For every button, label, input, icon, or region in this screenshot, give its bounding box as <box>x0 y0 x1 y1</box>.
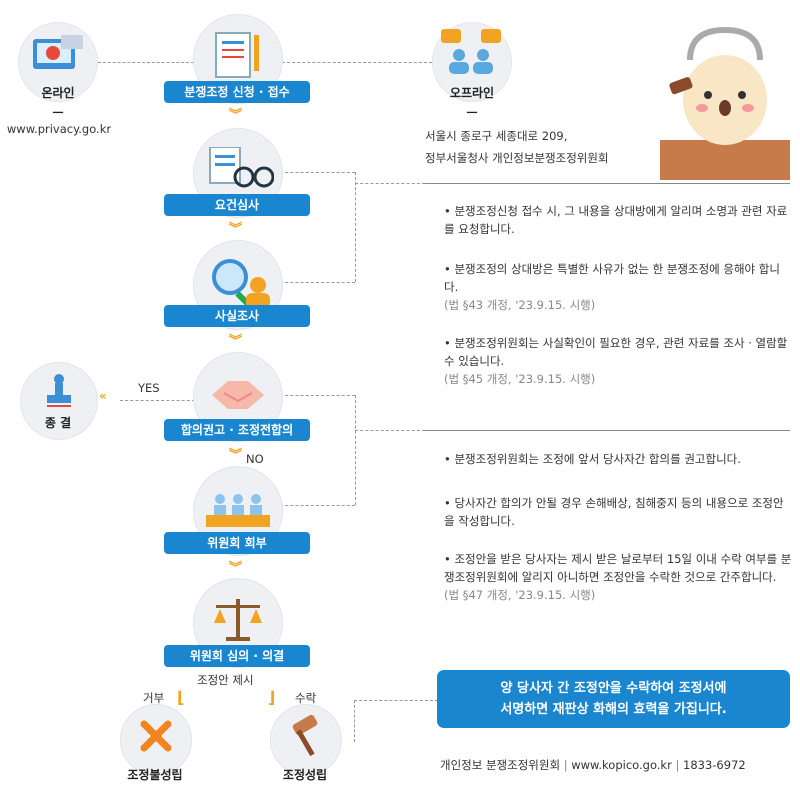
connector <box>280 172 355 173</box>
success-label: 조정성립 <box>282 768 328 782</box>
divider <box>425 430 790 431</box>
connector <box>354 700 438 701</box>
proposal-label: 조정안 제시 <box>197 673 254 687</box>
step-investigation-label: 사실조사 <box>164 305 310 327</box>
bullet-text: 조정안을 받은 당사자는 제시 받은 날로부터 15일 이내 수락 여부를 분쟁… <box>444 552 792 584</box>
step-review-label: 요건심사 <box>164 194 310 216</box>
magnifier-person-icon <box>212 259 270 309</box>
connector <box>120 400 195 401</box>
x-mark-icon <box>140 720 172 752</box>
step-deliberation-label: 위원회 심의 · 의결 <box>164 645 310 667</box>
bullet-item: • 분쟁조정위원회는 조정에 앞서 당사자간 합의를 권고합니다. <box>444 452 741 466</box>
bullet-item: • 분쟁조정신청 접수 시, 그 내용을 상대방에게 알리며 소명과 관련 자료… <box>444 204 788 236</box>
step-agreement-label: 합의권고 · 조정전합의 <box>164 419 310 441</box>
offline-circle <box>432 22 512 102</box>
step-application-label: 분쟁조정 신청 · 접수 <box>164 81 310 103</box>
connector <box>355 430 425 431</box>
law-note: (법 §43 개정, '23.9.15. 시행) <box>444 298 596 312</box>
chevron-left-icon: « <box>99 389 107 403</box>
chevron-down-icon: ︾ <box>229 222 243 237</box>
arrow-down-left-icon: ⌊ <box>177 688 185 707</box>
bullet-item: • 조정안을 받은 당사자는 제시 받은 날로부터 15일 이내 수락 여부를 … <box>444 552 792 602</box>
stamp-icon <box>47 374 71 407</box>
connector <box>280 505 355 506</box>
footer-phone: 1833-6972 <box>683 758 746 772</box>
bullet-item: • 당사자간 합의가 안될 경우 손해배상, 침해중지 등의 내용으로 조정안을… <box>444 496 784 528</box>
end-circle <box>20 362 98 440</box>
arrow-down-right-icon: ⌋ <box>268 688 276 707</box>
connector <box>280 395 355 396</box>
committee-icon <box>206 494 270 527</box>
offline-address-1: 서울시 종로구 세종대로 209, <box>425 129 568 143</box>
document-glasses-icon <box>209 147 274 188</box>
computer-icon <box>33 35 83 69</box>
separator: | <box>563 758 568 772</box>
chevron-down-icon: ︾ <box>229 334 243 349</box>
mascot-judge-illustration <box>660 26 790 180</box>
footer: 개인정보 분쟁조정위원회 | www.kopico.go.kr | 1833-6… <box>440 757 746 773</box>
yes-label: YES <box>138 381 160 395</box>
chevron-down-icon: ︾ <box>229 448 243 463</box>
success-circle <box>270 704 342 776</box>
connector <box>355 395 356 505</box>
connector <box>282 62 432 63</box>
reject-label: 거부 <box>143 691 165 705</box>
offline-address-2: 정부서울청사 개인정보분쟁조정위원회 <box>425 151 609 165</box>
end-label: 종 결 <box>44 416 72 430</box>
step-committee-label: 위원회 회부 <box>164 532 310 554</box>
connector <box>280 282 355 283</box>
scales-icon <box>214 599 262 641</box>
chevron-down-icon: ︾ <box>229 108 243 123</box>
handshake-icon <box>212 381 264 409</box>
footer-url[interactable]: www.kopico.go.kr <box>571 758 672 772</box>
gavel-icon <box>292 715 318 757</box>
offline-dash: ㅡ <box>466 106 478 120</box>
footer-org: 개인정보 분쟁조정위원회 <box>440 758 561 772</box>
bullet-text: 분쟁조정위원회는 조정에 앞서 당사자간 합의를 권고합니다. <box>454 452 741 466</box>
fail-circle <box>120 704 192 776</box>
bullet-text: 당사자간 합의가 안될 경우 손해배상, 침해중지 등의 내용으로 조정안을 작… <box>444 496 784 528</box>
bullet-item: • 분쟁조정위원회는 사실확인이 필요한 경우, 관련 자료를 조사 · 열람할… <box>444 336 788 386</box>
online-label: 온라인 <box>41 86 75 100</box>
accept-label: 수락 <box>295 691 317 705</box>
document-pencil-icon <box>215 32 259 78</box>
bullet-item: • 분쟁조정의 상대방은 특별한 사유가 없는 한 분쟁조정에 응해야 합니다.… <box>444 262 780 312</box>
connector <box>354 700 355 742</box>
chevron-down-icon: ︾ <box>229 561 243 576</box>
law-note: (법 §47 개정, '23.9.15. 시행) <box>444 588 596 602</box>
no-label: NO <box>246 452 264 466</box>
offline-label: 오프라인 <box>449 86 495 100</box>
online-circle <box>18 22 98 102</box>
online-url[interactable]: www.privacy.go.kr <box>6 122 112 136</box>
separator: | <box>675 758 680 772</box>
bullet-text: 분쟁조정신청 접수 시, 그 내용을 상대방에게 알리며 소명과 관련 자료를 … <box>444 204 788 236</box>
callout-line-2: 서명하면 재판상 화해의 효력을 가집니다. <box>500 702 727 717</box>
people-chat-icon <box>441 29 501 74</box>
online-dash: ㅡ <box>52 106 64 120</box>
divider <box>425 183 790 184</box>
law-note: (법 §45 개정, '23.9.15. 시행) <box>444 372 596 386</box>
connector <box>355 183 425 184</box>
connector <box>98 62 194 63</box>
fail-label: 조정불성립 <box>127 768 183 782</box>
callout-line-1: 양 당사자 간 조정안을 수락하여 조정서에 <box>500 681 727 696</box>
bullet-text: 분쟁조정위원회는 사실확인이 필요한 경우, 관련 자료를 조사 · 열람할 수… <box>444 336 788 368</box>
callout-box: 양 당사자 간 조정안을 수락하여 조정서에 서명하면 재판상 화해의 효력을 … <box>437 670 790 728</box>
bullet-text: 분쟁조정의 상대방은 특별한 사유가 없는 한 분쟁조정에 응해야 합니다. <box>444 262 780 294</box>
connector <box>355 172 356 282</box>
